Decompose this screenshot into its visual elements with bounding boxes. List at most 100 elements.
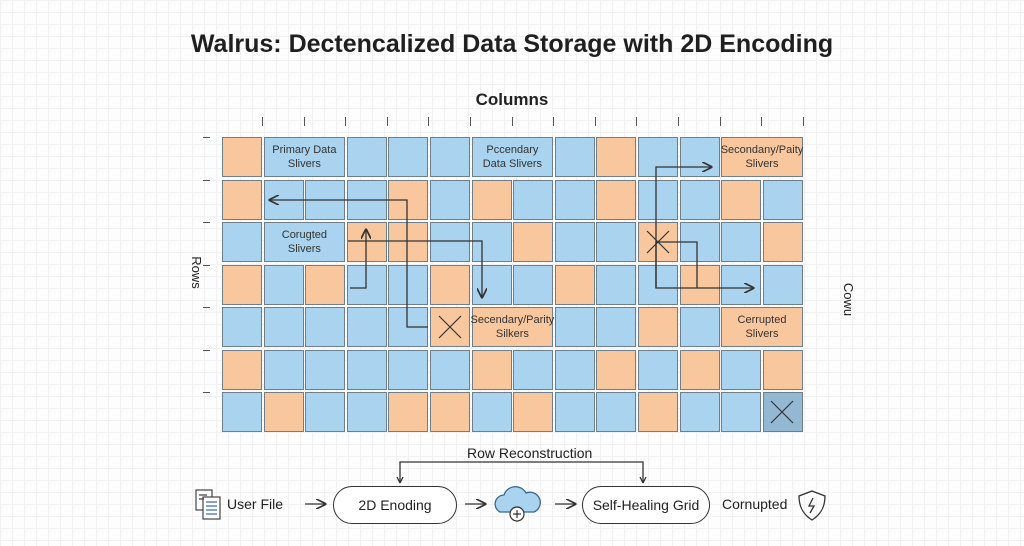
sliver-cell: [305, 349, 346, 390]
cell-label: Secendary/Parity Silkers: [470, 314, 555, 340]
sliver-cell: [554, 222, 595, 262]
column-tick: [470, 117, 471, 126]
arrow-path: [350, 230, 366, 289]
sliver-cell: [638, 179, 678, 220]
labeled-sliver-cell: Pccendary Data Slivers: [471, 137, 554, 177]
sliver-cell: [430, 307, 470, 347]
sliver-cell: [430, 222, 470, 262]
sliver-cell: [513, 222, 554, 262]
labeled-sliver-cell: Secendary/Parity Silkers: [471, 307, 554, 347]
sliver-cell: [638, 264, 678, 305]
sliver-cell: [305, 392, 346, 432]
sliver-cell: [554, 392, 595, 432]
user-file-label: User File: [227, 496, 284, 512]
arrow-path: [656, 241, 698, 288]
sliver-cell: [596, 264, 637, 305]
column-tick: [636, 117, 638, 126]
self-healing-grid-step: Self-Healing Grid: [582, 486, 710, 524]
sliver-cell: [222, 264, 262, 305]
sliver-cell: [263, 307, 304, 347]
sliver-cell: [762, 222, 803, 262]
diagram-title: Walrus: Dectencalized Data Storage with …: [190, 30, 834, 58]
sliver-cell: [346, 137, 387, 177]
column-tick: [386, 117, 388, 126]
column-tick: [802, 117, 804, 126]
sliver-cell: [263, 264, 304, 305]
column-tick: [678, 117, 679, 126]
sliver-cell: [596, 392, 637, 432]
sliver-cell: [471, 392, 512, 432]
encoding-step: 2D Enoding: [333, 486, 457, 524]
sliver-cell: [305, 307, 346, 347]
arrow-path: [348, 240, 482, 297]
row-tick: [203, 307, 210, 308]
shield-lightning-icon: [798, 490, 826, 521]
sliver-cell: [762, 264, 803, 305]
sliver-cell: [679, 179, 720, 220]
row-tick: [203, 179, 210, 181]
row-reconstruction-label: Row Reconstruction: [467, 445, 593, 461]
sliver-cell: [513, 264, 554, 305]
sliver-cell: [346, 264, 387, 305]
sliver-cell: [388, 264, 429, 305]
sliver-cell: [721, 222, 762, 262]
row-tick: [203, 392, 210, 393]
sliver-cell: [471, 179, 512, 220]
sliver-cell: [721, 349, 762, 390]
column-tick: [428, 117, 430, 126]
cell-label: Pccendary Data Slivers: [482, 144, 543, 170]
sliver-cell: [638, 307, 678, 347]
sliver-cell: [263, 349, 304, 390]
sliver-cell: [222, 179, 262, 220]
sliver-cell: [388, 392, 429, 432]
sliver-cell: [430, 137, 470, 177]
cell-label: Corugted Slivers: [281, 229, 328, 255]
sliver-cell: [762, 179, 803, 220]
sliver-cell: [638, 349, 678, 390]
sliver-cell: [679, 307, 720, 347]
sliver-cell: [762, 392, 803, 432]
sliver-cell: [762, 349, 803, 390]
sliver-cell: [679, 349, 720, 390]
sliver-cell: [596, 137, 637, 177]
sliver-cell: [596, 222, 637, 262]
sliver-cell: [388, 349, 429, 390]
sliver-cell: [721, 179, 762, 220]
sliver-cell: [430, 179, 470, 220]
sliver-cell: [554, 179, 595, 220]
sliver-cell: [222, 137, 262, 177]
sliver-cell: [596, 179, 637, 220]
column-tick: [303, 117, 305, 126]
sliver-cell: [513, 349, 554, 390]
column-tick: [345, 117, 347, 126]
sliver-cell: [305, 264, 346, 305]
cloud-upload-icon: [494, 486, 541, 522]
sliver-cell: [430, 392, 470, 432]
sliver-cell: [388, 137, 429, 177]
sliver-cell: [513, 392, 554, 432]
sliver-cell: [638, 137, 678, 177]
corrupted-x-icon: [438, 315, 461, 338]
sliver-cell: [222, 392, 262, 432]
sliver-cell: [554, 349, 595, 390]
arrow-path: [655, 167, 711, 288]
column-tick: [761, 117, 763, 126]
arrow-path: [655, 242, 753, 288]
sliver-cell: [513, 179, 554, 220]
sliver-cell: [222, 307, 262, 347]
sliver-cell: [679, 264, 720, 305]
corrupted-label: Cornupted: [722, 496, 788, 512]
sliver-cell: [346, 349, 387, 390]
row-tick: [203, 137, 210, 138]
sliver-cell: [596, 349, 637, 390]
sliver-cell: [638, 392, 678, 432]
labeled-sliver-cell: Primary Data Slivers: [263, 137, 346, 177]
sliver-cell: [263, 392, 304, 432]
column-tick: [553, 117, 555, 126]
document-icon: [195, 489, 221, 520]
labeled-sliver-cell: Cerrupted Slivers: [721, 307, 803, 347]
row-reconstruction-bracket: [399, 461, 644, 483]
column-tick: [262, 117, 263, 126]
sliver-cell: [554, 264, 595, 305]
column-tick: [719, 117, 721, 126]
